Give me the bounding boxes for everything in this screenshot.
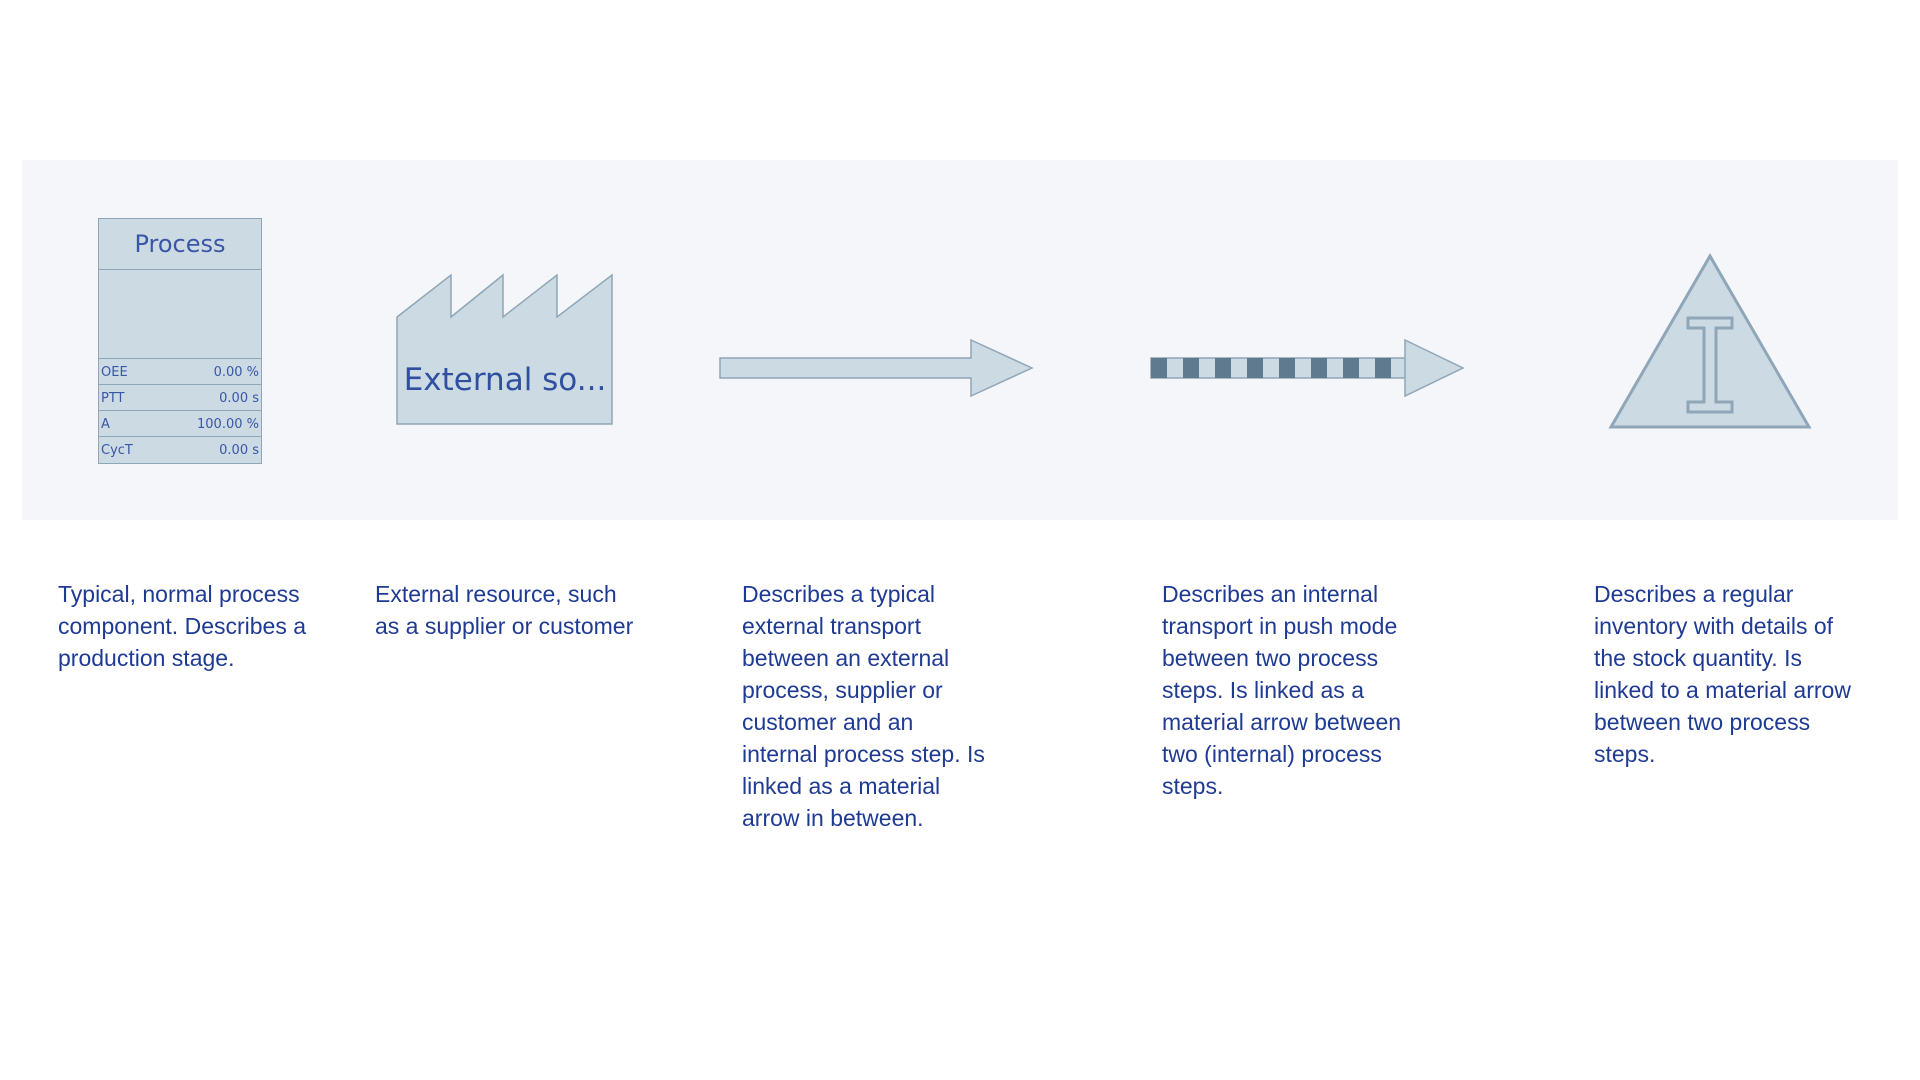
inventory-triangle-icon bbox=[1608, 253, 1812, 429]
metric-label: OEE bbox=[101, 364, 128, 380]
metric-label: PTT bbox=[101, 390, 125, 406]
inventory-description: Describes a regular inventory with detai… bbox=[1594, 581, 1851, 767]
metric-value: 100.00 % bbox=[197, 416, 259, 432]
metric-row-ptt: PTT 0.00 s bbox=[99, 386, 261, 411]
symbol-band bbox=[22, 160, 1898, 520]
process-description: Typical, normal process component. Descr… bbox=[58, 581, 307, 671]
external-source-description: External resource, such as a supplier or… bbox=[375, 581, 634, 639]
external-transport-description: Describes a typical external transport b… bbox=[742, 581, 985, 831]
metric-row-cycle-time: CycT 0.00 s bbox=[99, 438, 261, 463]
process-title: Process bbox=[99, 219, 261, 270]
push-arrow-icon bbox=[1150, 338, 1465, 398]
factory-icon bbox=[396, 273, 613, 425]
push-transport-symbol[interactable] bbox=[1149, 338, 1465, 398]
metric-label: CycT bbox=[101, 443, 133, 458]
metric-row-oee: OEE 0.00 % bbox=[99, 360, 261, 385]
external-source-label: External so... bbox=[403, 362, 607, 398]
external-transport-symbol[interactable] bbox=[718, 338, 1034, 398]
process-symbol[interactable]: Process OEE 0.00 % PTT 0.00 s A 100.00 %… bbox=[98, 218, 262, 464]
push-transport-description: Describes an internal transport in push … bbox=[1162, 581, 1402, 799]
metric-label: A bbox=[101, 416, 110, 432]
metric-value: 0.00 s bbox=[219, 390, 259, 406]
metric-value: 0.00 s bbox=[219, 443, 259, 458]
inventory-symbol[interactable] bbox=[1608, 252, 1812, 432]
external-transport-arrow-icon bbox=[719, 338, 1034, 398]
metric-value: 0.00 % bbox=[213, 364, 259, 380]
external-source-symbol[interactable]: External so... bbox=[396, 272, 614, 428]
process-body bbox=[99, 270, 261, 359]
metric-row-availability: A 100.00 % bbox=[99, 412, 261, 437]
